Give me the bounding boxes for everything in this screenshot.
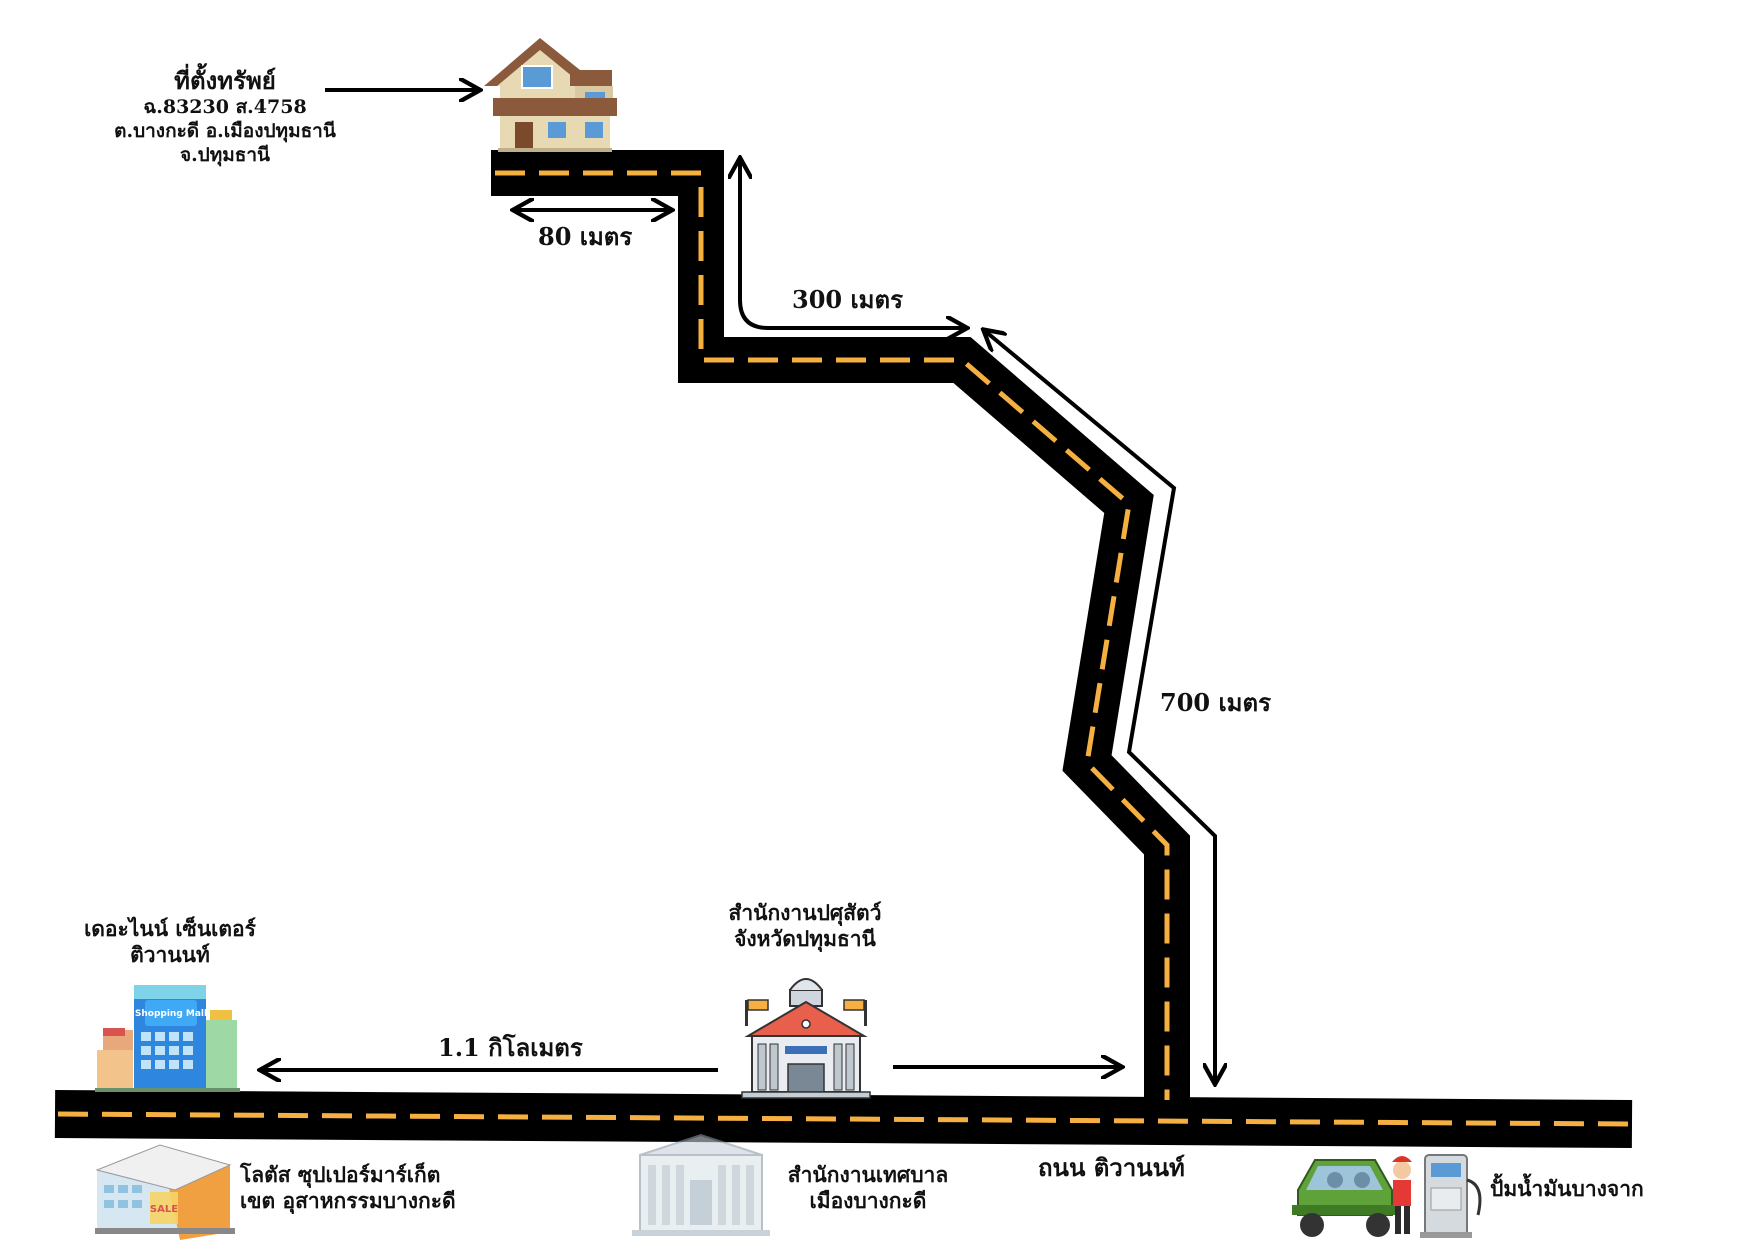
livestock-office-name: สำนักงานปศุสัตว์ — [728, 900, 882, 925]
mall-label: เดอะไนน์ เซ็นเตอร์ ติวานนท์ — [60, 916, 280, 969]
arrow-300m — [740, 160, 965, 328]
shopping-mall-sign: Shopping Mall — [135, 1009, 207, 1019]
supermarket-sign: SALE — [150, 1204, 178, 1215]
lotus-area: เขต อุสาหกรรมบางกะดี — [240, 1188, 456, 1214]
gas-pump-icon — [1392, 1154, 1482, 1238]
shopping-mall-icon: Shopping Mall — [95, 985, 240, 1092]
gas-station-label: ปั้มน้ำมันบางจาก — [1490, 1176, 1644, 1201]
distance-300m-label: 300 เมตร — [792, 285, 903, 314]
livestock-office-province: จังหวัดปทุมธานี — [734, 926, 876, 952]
distance-80m-label: 80 เมตร — [538, 222, 633, 251]
municipal-office-label: สำนักงานเทศบาล เมืองบางกะดี — [768, 1162, 968, 1215]
municipal-office-name: สำนักงานเทศบาล — [787, 1162, 949, 1187]
distance-arrows — [262, 90, 1215, 1082]
government-building-icon — [741, 978, 871, 1099]
distance-700m-label: 700 เมตร — [1160, 688, 1271, 717]
arrow-700m — [985, 331, 1215, 1082]
house-icon — [484, 38, 617, 152]
mall-area: ติวานนท์ — [130, 942, 210, 968]
main-road — [54, 1090, 1633, 1148]
livestock-office-label: สำนักงานปศุสัตว์ จังหวัดปทุมธานี — [690, 900, 920, 953]
property-subdistrict: ต.บางกะดี อ.เมืองปทุมธานี — [114, 119, 336, 142]
property-province: จ.ปทุมธานี — [179, 143, 271, 166]
car-icon — [1292, 1159, 1398, 1237]
road-name-label: ถนน ติวานนท์ — [1038, 1153, 1185, 1182]
mall-name: เดอะไนน์ เซ็นเตอร์ — [84, 916, 256, 941]
lotus-label: โลตัส ซุปเปอร์มาร์เก็ต เขต อุสาหกรรมบางก… — [240, 1162, 456, 1215]
lotus-name: โลตัส ซุปเปอร์มาร์เก็ต — [240, 1162, 441, 1187]
municipal-office-town: เมืองบางกะดี — [809, 1188, 927, 1214]
municipal-building-icon — [632, 1133, 770, 1236]
distance-1-1km-label: 1.1 กิโลเมตร — [438, 1033, 583, 1062]
property-title: ที่ตั้งทรัพย์ — [174, 66, 276, 95]
property-deed-number: ฉ.83230 ส.4758 — [143, 96, 307, 118]
property-location-label: ที่ตั้งทรัพย์ ฉ.83230 ส.4758 ต.บางกะดี อ… — [80, 66, 370, 167]
supermarket-icon: SALE — [95, 1144, 235, 1240]
